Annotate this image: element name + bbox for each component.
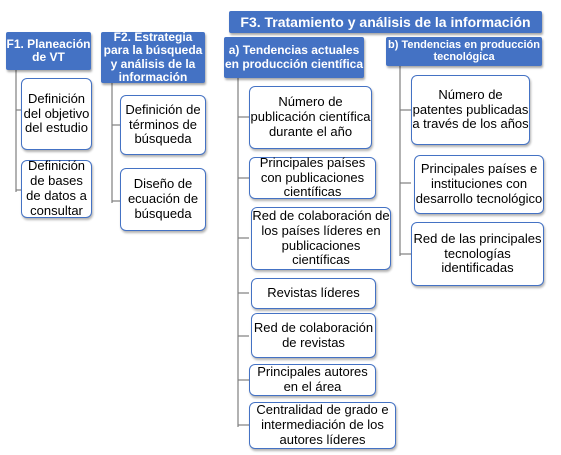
f3b-item-countries-institutions: Principales países e instituciones con d…	[414, 155, 544, 214]
f2-title: F2. Estrategia para la búsqueda y anális…	[103, 30, 203, 84]
f1-item-objective: Definición del objetivo del estudio	[21, 78, 92, 150]
f3a-item-leading-authors: Principales autores en el área	[249, 364, 376, 396]
f2-item-terms: Definición de términos de búsqueda	[120, 95, 206, 155]
f3a-item-author-centrality: Centralidad de grado e intermediación de…	[249, 402, 396, 449]
f3a-item-publications-per-year: Número de publicación científica durante…	[249, 86, 372, 149]
f3-header: F3. Tratamiento y análisis de la informa…	[229, 11, 542, 33]
f3a-item-leading-journals: Revistas líderes	[251, 278, 376, 309]
f3a-header: a) Tendencias actuales en producción cie…	[224, 37, 364, 78]
f3a-item-leading-countries: Principales países con publicaciones cie…	[249, 155, 376, 199]
f3a-item-journal-network: Red de colaboración de revistas	[251, 313, 376, 358]
f1-header: F1. Planeación de VT	[6, 32, 91, 70]
f2-item-equation: Diseño de ecuación de búsqueda	[120, 168, 206, 231]
f3b-header: b) Tendencias en producción tecnológica	[386, 37, 542, 66]
f3b-item-technology-network: Red de las principales tecnologías ident…	[411, 222, 544, 286]
f1-item-databases: Definición de bases de datos a consultar	[21, 158, 92, 218]
f2-header: F2. Estrategia para la búsqueda y anális…	[101, 30, 205, 84]
f1-title: F1. Planeación de VT	[6, 36, 91, 64]
f3-title: F3. Tratamiento y análisis de la informa…	[240, 14, 531, 30]
f3b-title: b) Tendencias en producción tecnológica	[388, 38, 540, 63]
f3a-item-country-network: Red de colaboración de los países lídere…	[251, 207, 391, 270]
f3a-title: a) Tendencias actuales en producción cie…	[224, 43, 364, 71]
f3b-item-patents-per-year: Número de patentes publicadas a través d…	[411, 75, 530, 145]
